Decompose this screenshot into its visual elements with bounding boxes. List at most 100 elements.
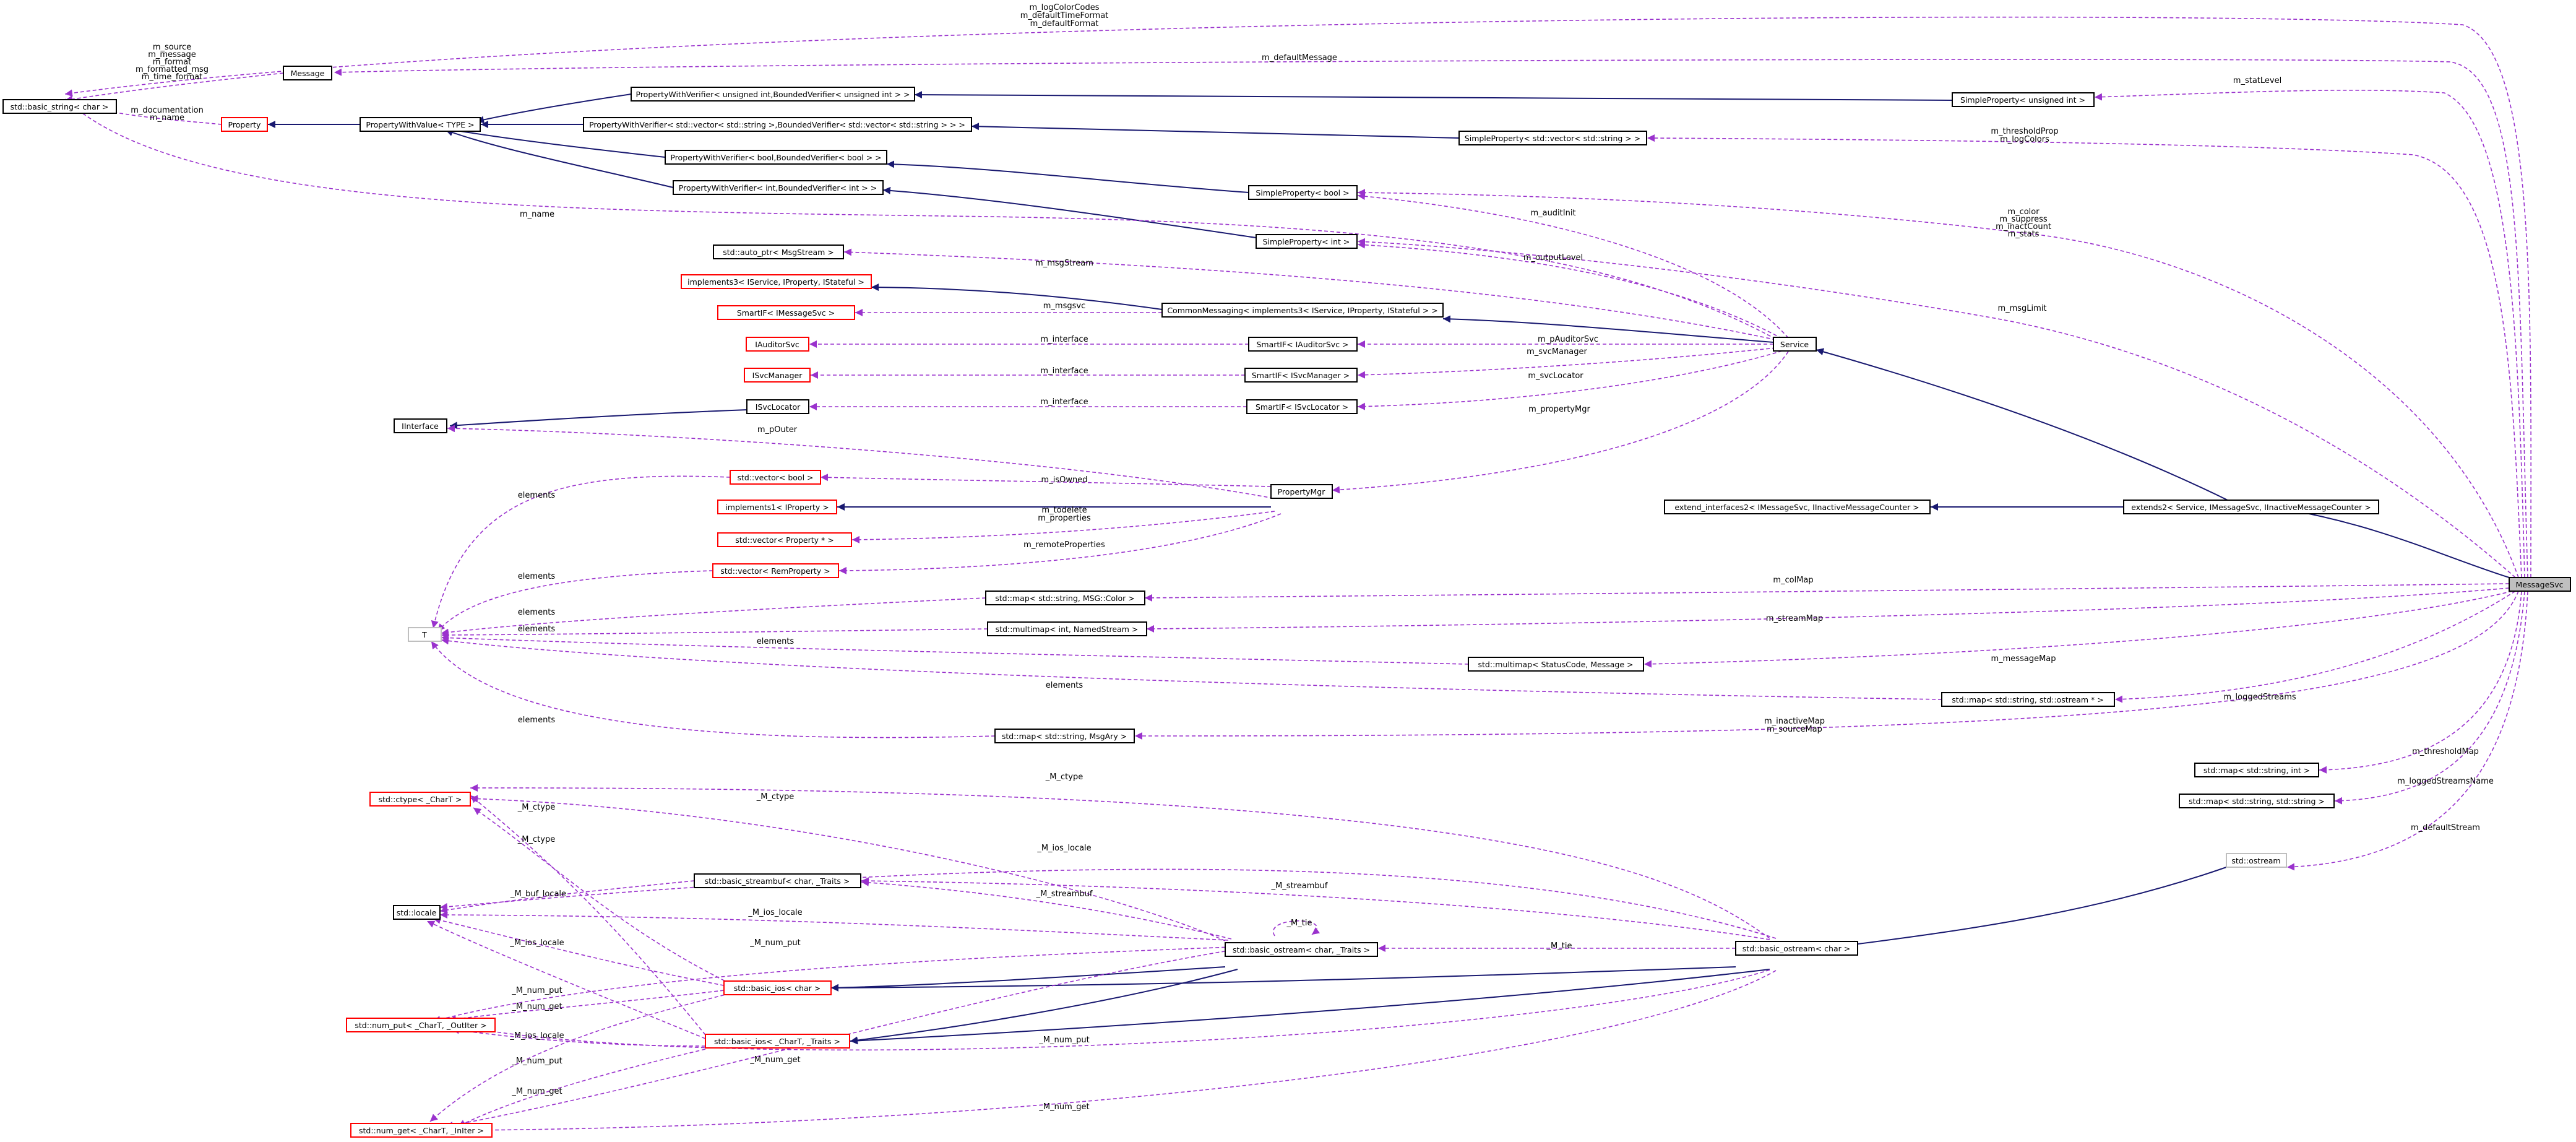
node-iauditorsvc[interactable]: IAuditorSvc: [746, 337, 809, 352]
node-map-int[interactable]: std::map< std::string, int >: [2194, 763, 2319, 777]
edge-label-line: _M_num_put: [511, 986, 562, 995]
node-locale[interactable]: std::locale: [393, 905, 441, 920]
edge-label-mnumput1: _M_num_put: [749, 938, 800, 948]
inherit-edge-impl3: [871, 283, 1163, 310]
node-extends2[interactable]: extends2< Service, IMessageSvc, IInactiv…: [2123, 500, 2379, 514]
node-num-get[interactable]: std::num_get< _CharT, _InIter >: [350, 1123, 493, 1138]
edge-label-mioslocale1: _M_ios_locale: [1036, 844, 1091, 853]
node-vector-remproperty[interactable]: std::vector< RemProperty >: [712, 563, 839, 578]
use-edge-propertymgr: [1332, 351, 1789, 494]
edge-label-loggedstreamsname: m_loggedStreamsName: [2397, 777, 2494, 786]
node-smartif-isvclocator[interactable]: SmartIF< ISvcLocator >: [1246, 399, 1358, 414]
use-edge-name: [64, 98, 1777, 340]
use-edge-defaultmessage: [334, 59, 2528, 578]
node-map-color[interactable]: std::map< std::string, MSG::Color >: [985, 590, 1145, 605]
edge-label-mnumput4: _M_num_put: [511, 1057, 562, 1066]
node-map-ostream[interactable]: std::map< std::string, std::ostream * >: [1941, 692, 2115, 707]
edge-label-line: elements: [757, 637, 795, 646]
edge-label-line: m_inactCount: [1996, 222, 2051, 231]
edge-label-mioslocale4: _M_ios_locale: [509, 1031, 564, 1040]
node-label: std::map< std::string, std::ostream * >: [1952, 695, 2103, 704]
node-iinterface[interactable]: IInterface: [394, 418, 447, 433]
node-vector-property-ptr[interactable]: std::vector< Property * >: [717, 532, 852, 547]
node-auto-ptr[interactable]: std::auto_ptr< MsgStream >: [713, 244, 844, 259]
edge-label-isowned: m_isOwned: [1041, 475, 1088, 485]
edge-label-line: _M_ctype: [756, 792, 794, 802]
use-edge-elements1: [431, 475, 731, 629]
use-edge-mnumput3: [448, 990, 725, 1023]
node-num-put[interactable]: std::num_put< _CharT, _OutIter >: [346, 1018, 496, 1032]
node-simpleproperty-int[interactable]: SimpleProperty< int >: [1256, 234, 1358, 249]
node-basic-ostream-char[interactable]: std::basic_ostream< char >: [1735, 941, 1858, 956]
node-smartif-iauditorsvc[interactable]: SmartIF< IAuditorSvc >: [1248, 337, 1358, 352]
use-edge-mnumget4: [457, 1049, 706, 1127]
use-edge-mioslocale1: [439, 868, 1777, 939]
node-implements3[interactable]: implements3< IService, IProperty, IState…: [681, 274, 872, 289]
edge-label-line: m_documentation: [131, 106, 204, 115]
edge-label-mctype3: _M_ctype: [517, 803, 555, 812]
node-basic-streambuf[interactable]: std::basic_streambuf< char, _Traits >: [694, 873, 861, 888]
edge-label-line: m_defaultMessage: [1262, 53, 1337, 63]
edge-label-mctype2: _M_ctype: [756, 792, 794, 802]
use-edge-colmap: [1144, 583, 2510, 602]
node-message[interactable]: Message: [283, 66, 332, 80]
edge-label-line: _M_ctype: [517, 835, 555, 844]
node-service[interactable]: Service: [1773, 337, 1817, 352]
edge-label-line: _M_streambuf: [1036, 889, 1093, 899]
node-std-ostream[interactable]: std::ostream: [2226, 853, 2287, 868]
node-basic-ios-tpl[interactable]: std::basic_ios< _CharT, _Traits >: [705, 1034, 850, 1049]
use-edge-msglimit: [1357, 238, 2516, 578]
use-edge-mctype1: [470, 784, 1770, 939]
edge-label-line: m_isOwned: [1041, 475, 1088, 485]
node-pwverifier-uint[interactable]: PropertyWithVerifier< unsigned int,Bound…: [631, 87, 915, 102]
edge-label-line: m_defaultFormat: [1030, 19, 1099, 28]
node-isvcmanager[interactable]: ISvcManager: [744, 368, 811, 383]
edge-label-elements7: elements: [518, 716, 556, 725]
edge-label-elements1: elements: [518, 491, 556, 500]
use-edge-logcolorcodes: [64, 16, 2531, 578]
node-extend-interfaces2[interactable]: extend_interfaces2< IMessageSvc, IInacti…: [1664, 500, 1931, 514]
node-basic-string[interactable]: std::basic_string< char >: [2, 99, 117, 114]
node-template-t[interactable]: T: [408, 627, 442, 642]
node-propertywithvalue[interactable]: PropertyWithValue< TYPE >: [360, 117, 481, 132]
node-smartif-imessagesvc[interactable]: SmartIF< IMessageSvc >: [717, 305, 855, 320]
node-map-msgary[interactable]: std::map< std::string, MsgAry >: [994, 729, 1135, 743]
node-property[interactable]: Property: [221, 117, 268, 132]
node-pwverifier-int[interactable]: PropertyWithVerifier< int,BoundedVerifie…: [673, 180, 884, 195]
node-messagesvc[interactable]: MessageSvc: [2509, 577, 2571, 592]
use-edge-remoteprops: [838, 513, 1282, 574]
inherit-edge-bostream-char-iostpl: [850, 969, 1770, 1045]
node-multimap-namedstream[interactable]: std::multimap< int, NamedStream >: [987, 621, 1147, 636]
node-simpleproperty-uint[interactable]: SimpleProperty< unsigned int >: [1952, 92, 2095, 107]
edge-label-line: m_name: [150, 113, 184, 123]
node-pwverifier-bool[interactable]: PropertyWithVerifier< bool,BoundedVerifi…: [665, 150, 887, 165]
use-edge-mtie2: [1272, 920, 1320, 937]
node-smartif-isvcmanager[interactable]: SmartIF< ISvcManager >: [1244, 368, 1358, 383]
node-isvclocator[interactable]: ISvcLocator: [746, 399, 809, 414]
node-simpleproperty-vector[interactable]: SimpleProperty< std::vector< std::string…: [1458, 131, 1647, 145]
node-basic-ios-char[interactable]: std::basic_ios< char >: [723, 980, 832, 995]
node-map-string[interactable]: std::map< std::string, std::string >: [2179, 794, 2335, 808]
node-pwverifier-vector[interactable]: PropertyWithVerifier< std::vector< std::…: [583, 117, 972, 132]
edge-label-mstreambuf2: _M_streambuf: [1036, 889, 1093, 899]
node-vector-bool[interactable]: std::vector< bool >: [730, 470, 821, 485]
edge-label-line: elements: [1046, 681, 1083, 690]
node-multimap-statuscode[interactable]: std::multimap< StatusCode, Message >: [1468, 657, 1644, 672]
node-label: IAuditorSvc: [755, 340, 799, 349]
edge-label-line: m_outputLevel: [1523, 253, 1583, 262]
node-basic-ostream-tpl[interactable]: std::basic_ostream< char, _Traits >: [1225, 942, 1378, 957]
node-simpleproperty-bool[interactable]: SimpleProperty< bool >: [1248, 185, 1358, 200]
edge-label-line: m_msgLimit: [1997, 304, 2046, 313]
node-label: SimpleProperty< int >: [1263, 237, 1350, 246]
edge-label-name: m_name: [520, 210, 554, 219]
node-propertymgr[interactable]: PropertyMgr: [1270, 484, 1333, 499]
node-commonmessaging[interactable]: CommonMessaging< implements3< IService, …: [1161, 303, 1444, 318]
node-ctype[interactable]: std::ctype< _CharT >: [369, 792, 471, 807]
use-edge-mnumget3: [429, 993, 731, 1122]
edge-label-line: m_propertyMgr: [1528, 405, 1590, 414]
node-implements1[interactable]: implements1< IProperty >: [717, 500, 837, 514]
node-label: std::basic_ostream< char >: [1742, 944, 1850, 953]
